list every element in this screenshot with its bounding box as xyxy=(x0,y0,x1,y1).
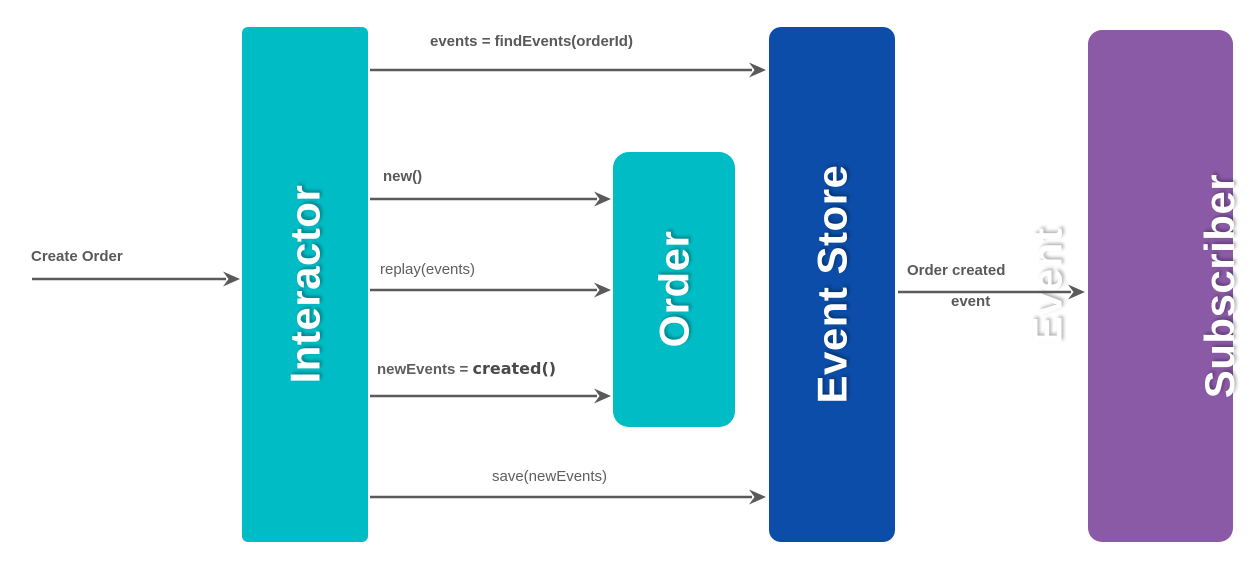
arrow-label-new-events-call: created() xyxy=(472,359,557,378)
arrow-label-save: save(newEvents) xyxy=(492,468,608,485)
arrow-label-find-events: events = findEvents(orderId) xyxy=(430,33,633,50)
arrow-create-order xyxy=(32,271,240,287)
arrow-replay xyxy=(370,282,611,298)
node-order[interactable]: Order xyxy=(613,152,735,427)
node-interactor[interactable]: Interactor xyxy=(242,27,368,542)
arrow-new xyxy=(370,191,611,207)
arrow-label-new: new() xyxy=(383,168,423,185)
arrow-save xyxy=(370,489,766,505)
arrow-label-new-events-assign: newEvents = xyxy=(377,361,473,378)
arrow-label-replay: replay(events) xyxy=(380,261,476,278)
arrow-find-events xyxy=(370,62,766,78)
arrow-label-order-created-line2: event xyxy=(951,293,991,310)
arrow-label-create-order: Create Order xyxy=(31,248,123,265)
arrow-label-order-created-line1: Order created xyxy=(907,262,1006,279)
arrow-order-created xyxy=(898,284,1085,300)
arrow-new-events xyxy=(370,388,611,404)
node-event-subscriber[interactable]: Event Subscriber xyxy=(1023,30,1243,542)
arrow-label-new-events: newEvents = created() xyxy=(377,359,556,378)
node-event-store[interactable]: Event Store xyxy=(769,27,895,542)
